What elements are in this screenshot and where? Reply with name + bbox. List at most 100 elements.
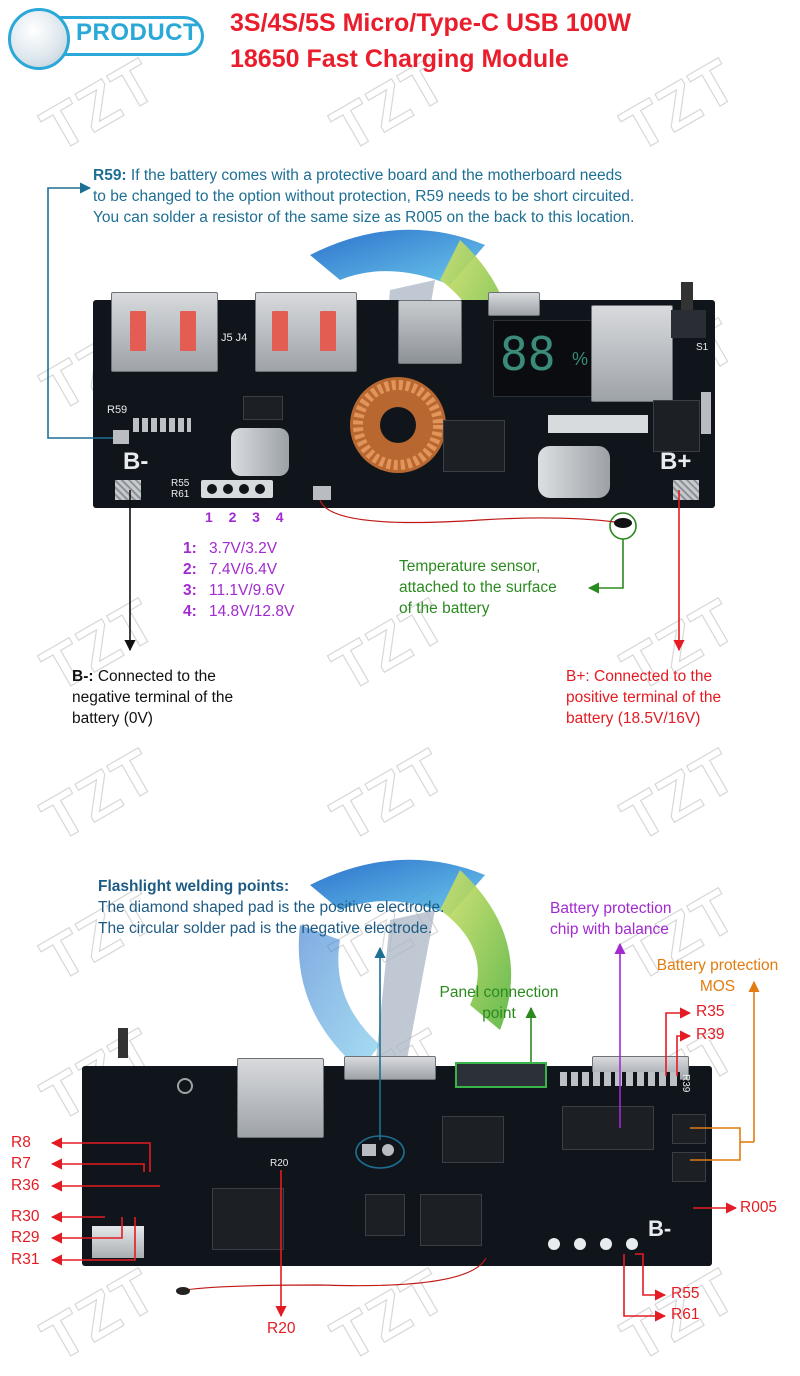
b-minus-note-line-3: battery (0V) bbox=[72, 710, 153, 727]
bottom-pcb-board: R20 B- R39 bbox=[82, 1028, 712, 1266]
pin-2: 2 bbox=[228, 509, 237, 525]
silk-r55-r61: R55 R61 bbox=[171, 478, 189, 500]
voltage-item-4: 4:14.8V/12.8V bbox=[183, 603, 295, 620]
label-r30: R30 bbox=[11, 1208, 40, 1225]
voltage-select-pads bbox=[201, 480, 273, 498]
led-digits: 88 bbox=[500, 327, 556, 381]
silk-s1: S1 bbox=[696, 342, 709, 353]
battery-protection-chip bbox=[562, 1106, 654, 1150]
silk-r39: R39 bbox=[680, 1074, 691, 1093]
chip-mid bbox=[442, 1116, 504, 1163]
temp-sensor-line-2: attached to the surface bbox=[399, 579, 557, 596]
voltage-item-1: 1:3.7V/3.2V bbox=[183, 540, 278, 557]
bp-chip-note: Battery protection chip with balance bbox=[550, 898, 671, 940]
bottom-usb-port bbox=[237, 1058, 324, 1138]
pin-numbers: 1 2 3 4 bbox=[205, 509, 284, 525]
b-minus-pad bbox=[115, 480, 141, 500]
led-display: 88 % bbox=[493, 320, 595, 397]
capacitor-right bbox=[538, 446, 610, 498]
bp-mos-line-1: Battery protection bbox=[656, 957, 779, 974]
label-r20: R20 bbox=[267, 1320, 296, 1337]
voltage-list: 1:3.7V/3.2V 2:7.4V/6.4V 3:11.1V/9.6V 4:1… bbox=[183, 538, 294, 622]
flashlight-note: Flashlight welding points: The diamond s… bbox=[98, 876, 444, 939]
mos-2 bbox=[672, 1152, 706, 1182]
b-plus-note-line-1: B+: Connected to the bbox=[566, 668, 713, 685]
r59-note-label: R59: bbox=[93, 167, 127, 184]
chip-c bbox=[653, 400, 700, 452]
label-r35: R35 bbox=[696, 1003, 725, 1020]
leader-lines bbox=[47, 182, 760, 1322]
r59-resistor-array bbox=[133, 418, 191, 432]
chip-a bbox=[243, 396, 283, 420]
temp-sensor-note: Temperature sensor, attached to the surf… bbox=[399, 556, 557, 619]
top-pcb-board: J5 J4 88 % S1 R59 B- B+ R55 R61 bbox=[93, 282, 715, 508]
label-r7: R7 bbox=[11, 1155, 31, 1172]
usb-port-j4 bbox=[255, 292, 357, 372]
side-pins bbox=[701, 392, 711, 434]
product-badge: PRODUCT bbox=[76, 19, 199, 46]
label-r31: R31 bbox=[11, 1251, 40, 1268]
usb-c-port bbox=[398, 300, 462, 364]
temp-sensor-line-1: Temperature sensor, bbox=[399, 558, 541, 575]
bottom-row-circles bbox=[538, 1238, 688, 1254]
flashlight-note-title: Flashlight welding points: bbox=[98, 878, 290, 895]
bottom-typec-port bbox=[344, 1056, 436, 1080]
diamond-pad bbox=[362, 1144, 376, 1156]
silk-r55: R55 bbox=[171, 478, 190, 489]
led-percent: % bbox=[572, 349, 589, 369]
toroid-inductor-icon bbox=[350, 377, 446, 473]
b-minus-note-line-1: Connected to the bbox=[93, 668, 216, 685]
panel-connection-pads bbox=[455, 1062, 547, 1088]
bp-chip-line-1: Battery protection bbox=[550, 900, 672, 917]
silk-r59: R59 bbox=[107, 404, 128, 416]
b-minus-note-line-2: negative terminal of the bbox=[72, 689, 234, 706]
b-plus-note-line-3: battery (18.5V/16V) bbox=[566, 710, 701, 727]
pin-4: 4 bbox=[275, 509, 284, 525]
label-r29: R29 bbox=[11, 1229, 40, 1246]
switch-knob bbox=[681, 282, 693, 312]
flashlight-note-line-1: The diamond shaped pad is the positive e… bbox=[98, 899, 445, 916]
label-r39: R39 bbox=[696, 1026, 725, 1043]
r59-note-line-2: to be changed to the option without prot… bbox=[93, 188, 635, 205]
page-title-line-1: 3S/4S/5S Micro/Type-C USB 100W bbox=[230, 9, 632, 37]
product-badge-circle-icon bbox=[8, 8, 70, 70]
label-r36: R36 bbox=[11, 1177, 40, 1194]
silk-b-minus: B- bbox=[123, 448, 149, 475]
panel-note: Panel connection point bbox=[428, 982, 570, 1024]
chip-lower-a bbox=[365, 1194, 405, 1236]
micro-usb-port bbox=[488, 292, 540, 316]
usb-port-j5 bbox=[111, 292, 218, 372]
pin-3: 3 bbox=[252, 509, 260, 525]
pin-1: 1 bbox=[205, 509, 213, 525]
capacitor-left bbox=[231, 428, 289, 476]
chip-lower-b bbox=[420, 1194, 482, 1246]
switch-body bbox=[671, 310, 706, 338]
bottom-switch-knob bbox=[118, 1028, 128, 1058]
mount-hole-icon bbox=[177, 1078, 193, 1094]
silk-r61: R61 bbox=[171, 489, 190, 500]
chip-main bbox=[443, 420, 505, 472]
type-c-shell bbox=[591, 305, 673, 402]
panel-line-1: Panel connection bbox=[439, 984, 559, 1001]
r59-note-line-1: If the battery comes with a protective b… bbox=[126, 167, 623, 184]
silk-bottom-b-minus: B- bbox=[648, 1216, 672, 1241]
voltage-item-2: 2:7.4V/6.4V bbox=[183, 561, 278, 578]
r59-note: R59: If the battery comes with a protect… bbox=[93, 165, 773, 228]
r59-note-line-3: You can solder a resistor of the same si… bbox=[93, 209, 635, 226]
flashlight-note-line-2: The circular solder pad is the negative … bbox=[98, 920, 433, 937]
mos-1 bbox=[672, 1114, 706, 1144]
temp-sensor-line-3: of the battery bbox=[399, 600, 490, 617]
r59-pad bbox=[113, 430, 129, 444]
silk-j5-j4: J5 J4 bbox=[221, 332, 248, 344]
silk-r20: R20 bbox=[270, 1158, 289, 1169]
bp-chip-line-2: chip with balance bbox=[550, 921, 669, 938]
chip-left bbox=[212, 1188, 284, 1250]
b-minus-note-label: B-: bbox=[72, 668, 94, 685]
product-badge-frame bbox=[44, 16, 204, 56]
page-title-line-2: 18650 Fast Charging Module bbox=[230, 45, 569, 73]
panel-line-2: point bbox=[482, 1005, 516, 1022]
b-plus-note-line-2: positive terminal of the bbox=[566, 689, 722, 706]
circular-pad bbox=[382, 1144, 394, 1156]
tzt-logo-bottom-icon bbox=[298, 859, 512, 1070]
voltage-item-3: 3:11.1V/9.6V bbox=[183, 582, 285, 599]
